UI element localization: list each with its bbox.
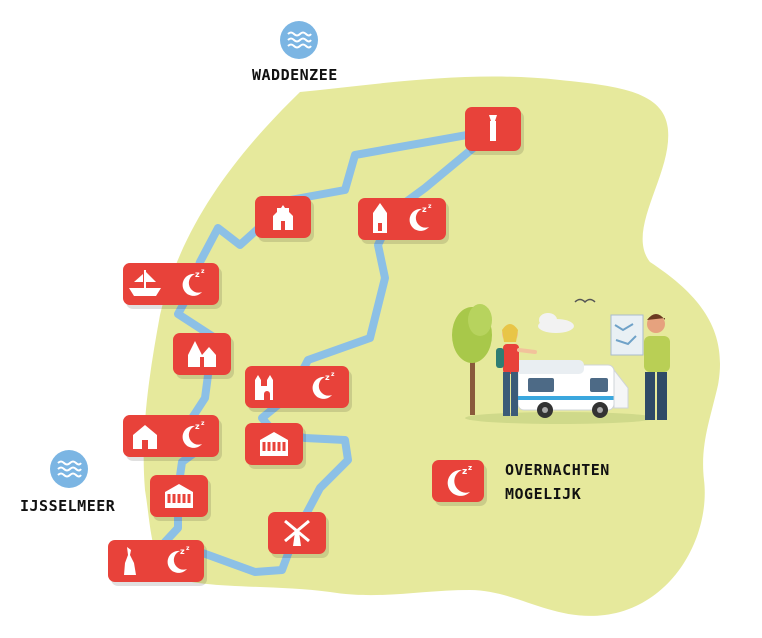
water-icon-ijsselmeer [50,450,88,488]
legend-line-2: MOGELIJK [505,485,582,503]
tower-icon [489,115,497,141]
legend-line-1: OVERNACHTEN [505,461,610,479]
camper-van [514,360,629,418]
church-icon [188,341,216,367]
person-woman [496,324,537,416]
stop-badge-windmill [268,512,329,558]
svg-text:z: z [201,420,205,427]
svg-text:z: z [462,467,467,477]
svg-text:z: z [201,268,205,275]
church-tower-icon [373,203,387,233]
svg-text:z: z [195,422,200,431]
stop-badge-gable-house [255,196,314,242]
svg-text:z: z [186,545,190,552]
label-waddenzee: WADDENZEE [252,66,338,84]
gable-house-icon [273,205,293,230]
windmill-icon [284,519,310,546]
ship-icon [129,270,161,296]
city-gate-icon [255,375,273,400]
house-icon [133,425,157,449]
svg-text:z: z [331,371,335,378]
palace-icon [165,484,193,508]
svg-text:z: z [422,205,427,214]
svg-text:z: z [195,270,200,279]
person-man [610,314,670,420]
sleep-moon-icon: z z [447,464,472,496]
svg-text:z: z [468,464,472,472]
label-ijsselmeer: IJSSELMEER [20,497,116,515]
svg-text:z: z [180,547,185,556]
water-icon-waddenzee [280,21,318,59]
legend-overnight-icon: z z [432,460,484,502]
legend-text: OVERNACHTEN MOGELIJK [505,458,610,506]
stop-badge-church [173,333,234,379]
statue-icon [124,547,136,575]
stop-badge-town-hall [245,423,306,469]
svg-text:z: z [325,373,330,382]
stop-badge-palace [150,475,211,521]
stop-badge-tower [465,107,524,155]
svg-text:z: z [428,203,432,210]
camper-illustration [452,298,670,424]
town-hall-icon [260,432,288,456]
